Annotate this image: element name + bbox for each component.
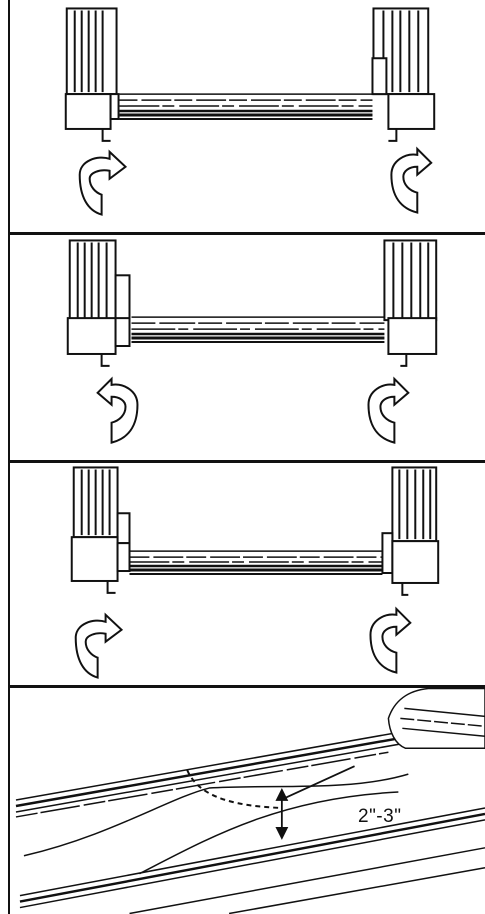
rotate-arrow-left-icon — [96, 376, 139, 444]
panel-step-1 — [8, 0, 485, 232]
side-rail-lower — [19, 807, 485, 914]
rotate-arrow-right-icon — [369, 606, 412, 674]
belt-lift-drawing — [15, 687, 485, 914]
panel-step-2 — [8, 235, 485, 460]
divider — [8, 460, 485, 463]
panel-step-4: 2"-3" — [8, 687, 485, 914]
belt-adjust-drawing-3 — [70, 466, 440, 679]
rotate-arrow-right-icon — [390, 146, 433, 214]
measurement-label: 2"-3" — [358, 806, 402, 827]
right-frame — [371, 7, 436, 142]
measurement-arrow — [275, 765, 355, 840]
right-frame — [381, 466, 440, 596]
right-frame — [383, 239, 438, 367]
left-frame — [70, 466, 131, 594]
rotate-arrow-right-icon — [367, 376, 410, 444]
panel-step-3 — [8, 463, 485, 685]
belt-deck — [119, 93, 373, 120]
belt-adjust-drawing-2 — [66, 239, 438, 444]
rotate-arrow-left-icon — [74, 612, 124, 679]
belt-deck — [129, 550, 383, 575]
divider — [8, 685, 485, 688]
belt-adjust-drawing-1 — [64, 7, 436, 216]
left-frame — [64, 7, 120, 142]
motor-hood — [387, 687, 485, 749]
belt-lifted — [23, 769, 409, 875]
belt-deck — [131, 316, 385, 344]
divider — [8, 232, 485, 235]
rotate-arrow-left-icon — [78, 149, 128, 216]
left-frame — [66, 239, 131, 367]
